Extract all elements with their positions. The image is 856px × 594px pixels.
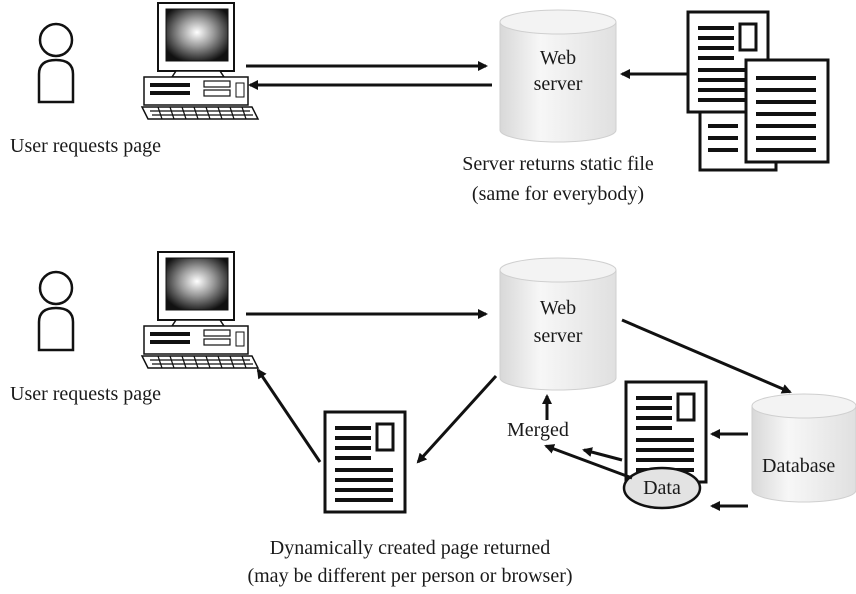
web-server-cylinder bbox=[499, 257, 617, 391]
user-requests-label: User requests page bbox=[10, 135, 162, 157]
database-cylinder bbox=[751, 393, 856, 503]
web-server-label-line2: server bbox=[533, 73, 583, 95]
dynamic-caption-line2: (may be different per person or browser) bbox=[247, 565, 573, 587]
static-caption-line1: Server returns static file bbox=[462, 153, 654, 175]
server-to-database-arrow bbox=[621, 318, 792, 394]
web-server-cylinder bbox=[499, 9, 617, 143]
user-icon bbox=[37, 270, 75, 352]
dynamic-caption-line1: Dynamically created page returned bbox=[269, 537, 551, 559]
data-label: Data bbox=[643, 477, 681, 499]
data-ellipse bbox=[622, 466, 702, 510]
static-caption-line2: (same for everybody) bbox=[471, 183, 645, 205]
template-to-merged-arrow bbox=[582, 447, 623, 462]
user-icon bbox=[37, 22, 75, 104]
page-to-computer-arrow bbox=[256, 368, 322, 463]
computer-icon bbox=[141, 251, 259, 369]
web-server-label-line1: Web bbox=[539, 47, 577, 69]
web-server-label-line2: server bbox=[533, 325, 583, 347]
returned-page-icon bbox=[323, 410, 407, 514]
server-to-page-arrow bbox=[416, 374, 498, 464]
data-to-merged-arrow bbox=[544, 444, 633, 480]
database-label: Database bbox=[762, 455, 836, 477]
merged-label: Merged bbox=[507, 419, 569, 441]
computer-icon bbox=[141, 2, 259, 120]
user-requests-label: User requests page bbox=[10, 383, 162, 405]
web-server-label-line1: Web bbox=[539, 297, 577, 319]
static-files-icon bbox=[686, 10, 830, 172]
